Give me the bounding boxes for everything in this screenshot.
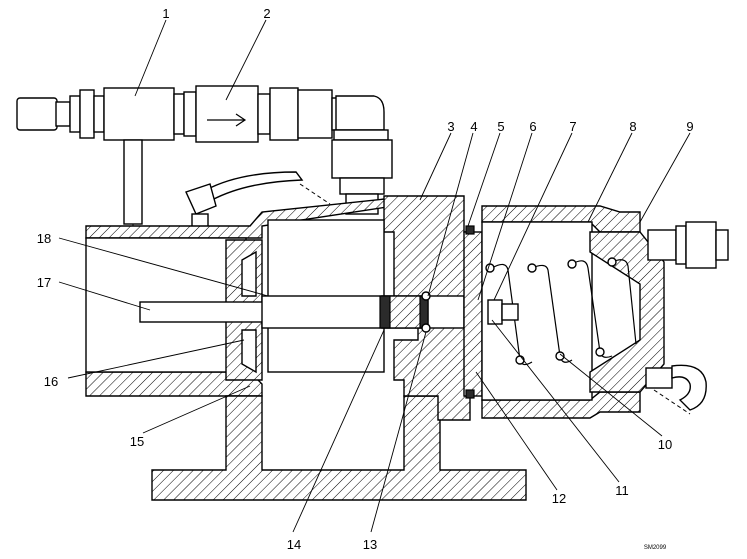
flow-arrow xyxy=(207,113,247,127)
callout-2: 2 xyxy=(263,6,270,21)
callout-10: 10 xyxy=(658,437,672,452)
leader-lines xyxy=(58,19,691,533)
callout-8: 8 xyxy=(629,119,636,134)
callout-18: 18 xyxy=(37,231,51,246)
valve-body xyxy=(103,87,175,141)
callout-9: 9 xyxy=(686,119,693,134)
callout-3: 3 xyxy=(447,119,454,134)
elbow-fitting xyxy=(335,95,385,131)
right-fittings xyxy=(645,221,729,415)
callout-11: 11 xyxy=(615,483,629,498)
pushrod xyxy=(139,301,269,323)
spring-housing xyxy=(481,205,665,419)
callout-4: 4 xyxy=(470,119,477,134)
check-valve-body xyxy=(195,85,259,143)
pushrod-assembly xyxy=(139,291,465,333)
callout-14: 14 xyxy=(287,537,301,552)
diaphragm-plate xyxy=(463,225,483,399)
callout-6: 6 xyxy=(529,119,536,134)
callout-5: 5 xyxy=(497,119,504,134)
main-housing xyxy=(85,195,527,501)
drop-pipe xyxy=(123,139,143,225)
callout-13: 13 xyxy=(363,537,377,552)
callout-12: 12 xyxy=(552,491,566,506)
drawing-code: SM2099 xyxy=(644,545,667,551)
supply-line-assembly xyxy=(16,85,393,277)
callout-15: 15 xyxy=(130,434,144,449)
callout-1: 1 xyxy=(162,6,169,21)
callout-16: 16 xyxy=(44,374,58,389)
callout-7: 7 xyxy=(569,119,576,134)
callout-17: 17 xyxy=(37,275,51,290)
callout-labels: 1 2 3 4 5 6 7 8 9 10 11 12 13 14 15 16 1… xyxy=(37,6,694,552)
